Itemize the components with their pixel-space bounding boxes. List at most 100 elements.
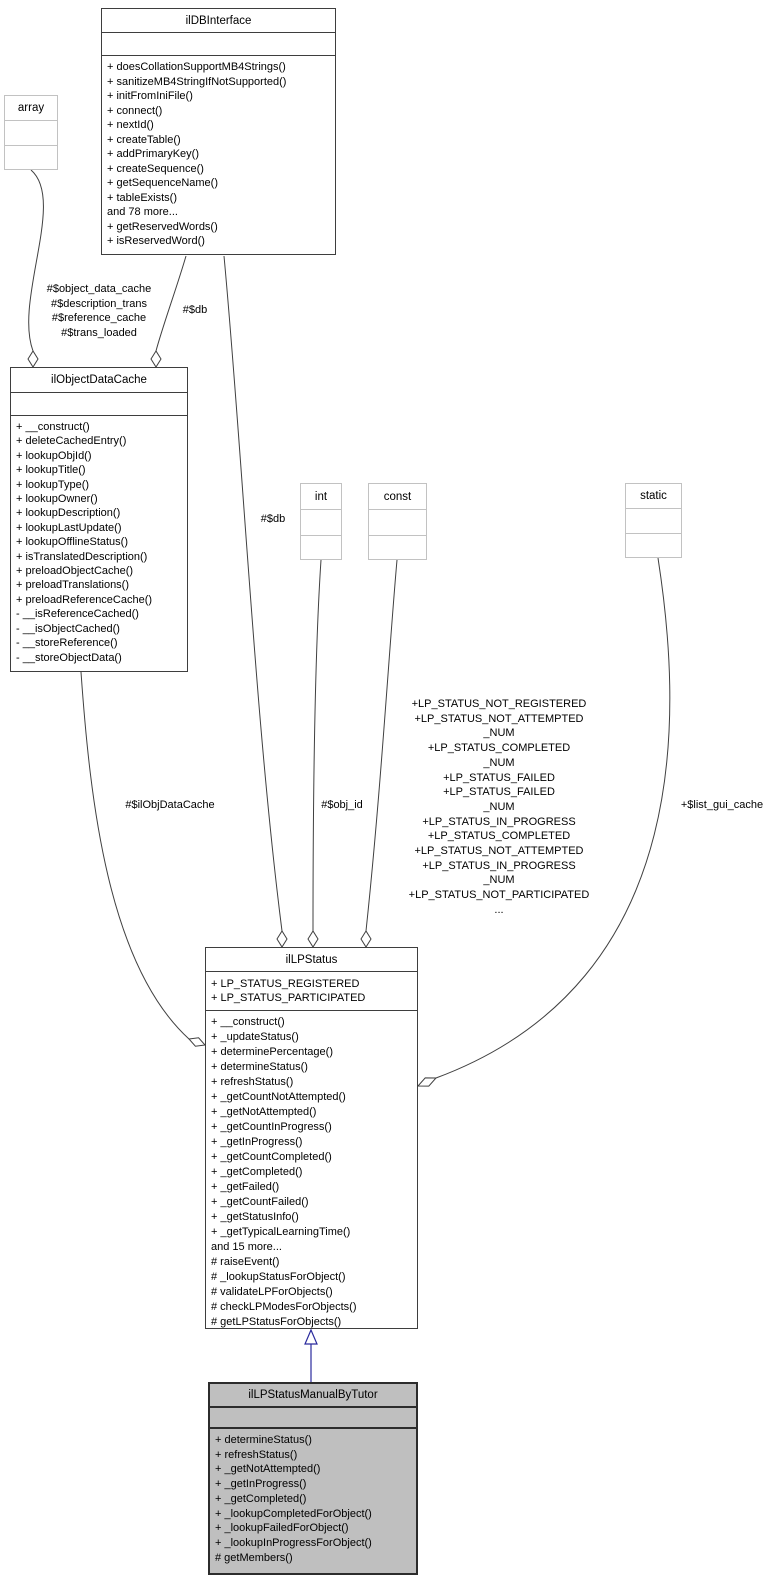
method-item: + deleteCachedEntry() [16,435,127,448]
edge-array-ilobjectdatacache [28,169,44,352]
method-item: - __isObjectCached() [16,622,120,635]
edge-label-array-ilObjectDataCache: #$object_data_cache #$description_trans … [46,283,152,340]
class-title-ilObjectDataCache: ilObjectDataCache [11,368,187,393]
class-title-int: int [301,484,341,510]
method-item: + isTranslatedDescription() [16,550,148,563]
methods-compartment: + __construct() + _updateStatus() + determ… [206,1011,417,1330]
method-item: + _getNotAttempted() [215,1463,321,1476]
method-item: + isReservedWord() [107,235,205,247]
attributes-compartment [210,1408,416,1429]
aggregation-diamond [187,1037,207,1047]
method-item: + addPrimaryKey() [107,148,200,160]
method-item: - __storeObjectData() [16,651,122,664]
method-item: + createTable() [107,133,181,146]
class-box-int[interactable]: int [300,483,342,560]
method-item: + sanitizeMB4StringIfNotSupported() [107,75,287,88]
attributes-compartment [102,33,335,56]
method-item: # validateLPForObjects() [211,1286,333,1298]
aggregation-diamond [150,350,162,368]
attributes-compartment [11,393,187,416]
method-item: + getSequenceName() [107,177,218,189]
method-item: + _getCompleted() [215,1492,307,1505]
edge-ilobjectdatacache-illpstatus [80,671,190,1040]
method-item: + _getNotAttempted() [211,1106,317,1118]
method-item: + _lookupInProgressForObject() [215,1536,372,1549]
method-item: + _getFailed() [211,1181,280,1193]
method-item: and 15 more... [211,1241,282,1253]
method-item: + determinePercentage() [211,1046,333,1058]
method-item: + preloadObjectCache() [16,565,134,578]
method-item: + doesCollationSupportMB4Strings() [107,61,286,73]
method-item: # checkLPModesForObjects() [211,1301,357,1313]
method-item: - __storeReference() [16,637,118,650]
method-item: # getMembers() [215,1551,293,1564]
method-item: + _getCountCompleted() [211,1151,332,1163]
methods-compartment [369,536,426,540]
class-box-static[interactable]: static [625,483,682,558]
method-item: + nextId() [107,119,154,131]
method-item: + _lookupCompletedForObject() [215,1507,372,1520]
inheritance-arrow [304,1328,318,1345]
method-item: + lookupObjId() [16,449,92,462]
aggregation-diamond [360,930,372,948]
methods-compartment: + doesCollationSupportMB4Strings() + sani… [102,56,335,249]
class-title-const: const [369,484,426,510]
method-item: + lookupLastUpdate() [16,521,122,534]
method-item: + _getStatusInfo() [211,1211,299,1223]
method-item: + determineStatus() [215,1434,312,1446]
method-item: # getLPStatusForObjects() [211,1316,342,1328]
method-item: + tableExists() [107,191,177,204]
method-item: + preloadReferenceCache() [16,593,153,606]
method-item: + connect() [107,104,163,117]
method-item: and 78 more... [107,206,178,218]
aggregation-diamond [27,350,39,368]
attribute-item: + LP_STATUS_REGISTERED [211,978,360,990]
class-box-ilLPStatusManualByTutor[interactable]: ilLPStatusManualByTutor+ determineStatus… [208,1382,418,1575]
methods-compartment: + determineStatus() + refreshStatus() + _g… [210,1429,416,1565]
method-item: + _lookupFailedForObject() [215,1522,349,1535]
class-box-ilLPStatus[interactable]: ilLPStatus + LP_STATUS_REGISTERED + LP_STA… [205,947,418,1329]
method-item: + _getInProgress() [215,1478,307,1491]
method-item: + createSequence() [107,162,204,175]
class-box-ilObjectDataCache[interactable]: ilObjectDataCache + __construct() + delete… [10,367,188,672]
method-item: + refreshStatus() [211,1076,294,1088]
method-item: + _getTypicalLearningTime() [211,1226,351,1238]
attributes-compartment [626,509,681,534]
methods-compartment [626,534,681,538]
method-item: + _getCountInProgress() [211,1121,332,1133]
edge-int-illpstatus [312,559,322,932]
method-item: + _getInProgress() [211,1136,303,1148]
class-title-ilLPStatus: ilLPStatus [206,948,417,972]
method-item: + _getCountFailed() [211,1196,309,1208]
method-item: + preloadTranslations() [16,579,130,592]
edge-label-ilDBInterface-ilLPStatus: #$db [260,513,286,525]
method-item: + _getCountNotAttempted() [211,1091,346,1103]
class-box-const[interactable]: const [368,483,427,560]
class-title-ilDBInterface: ilDBInterface [102,9,335,33]
class-box-ilDBInterface[interactable]: ilDBInterface + doesCollationSupportMB4St… [101,8,336,255]
method-item: + _updateStatus() [211,1031,299,1043]
method-item: + _getCompleted() [211,1166,303,1178]
edge-label-int-ilLPStatus: #$obj_id [321,799,363,811]
method-item: + lookupOfflineStatus() [16,536,128,549]
methods-compartment [5,146,57,150]
method-item: + __construct() [211,1016,285,1028]
edge-label-const-ilLPStatus: +LP_STATUS_NOT_REGISTERED +LP_STATUS_NOT… [408,698,590,916]
method-item: + initFromIniFile() [107,90,193,102]
methods-compartment [301,536,341,540]
class-box-array[interactable]: array [4,95,58,170]
aggregation-diamond [307,930,319,948]
method-item: + __construct() [16,421,90,433]
edge-ildbinterface-illpstatus [223,255,283,932]
edge-label-ilDBInterface-ilObjectDataCache: #$db [182,304,208,316]
edge-static-illpstatus [435,557,671,1079]
method-item: + lookupType() [16,478,90,491]
attribute-item: + LP_STATUS_PARTICIPATED [211,992,366,1004]
class-title-static: static [626,484,681,509]
method-item: + lookupTitle() [16,464,86,477]
aggregation-diamond [416,1077,438,1087]
method-item: + refreshStatus() [215,1448,298,1461]
attributes-compartment [301,510,341,536]
